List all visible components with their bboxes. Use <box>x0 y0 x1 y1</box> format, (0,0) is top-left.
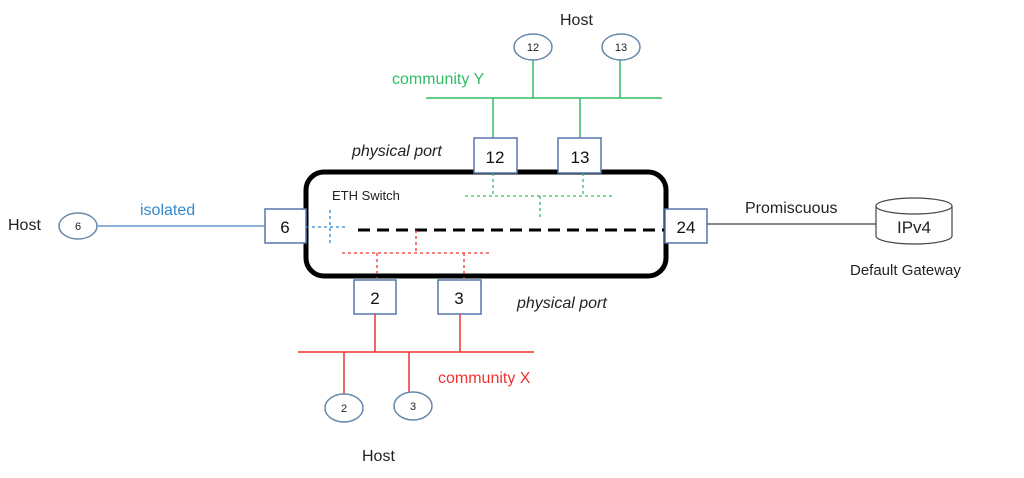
community-y-internal <box>465 173 615 220</box>
switch-label: ETH Switch <box>332 188 400 203</box>
port-24[interactable]: 24 <box>664 208 708 244</box>
host-2[interactable]: 2 <box>324 393 364 423</box>
host-2-label: 2 <box>341 403 347 415</box>
port-12-label: 12 <box>486 148 505 167</box>
port-6-label: 6 <box>280 218 289 237</box>
host-13-label: 13 <box>615 42 627 54</box>
port-24-label: 24 <box>677 218 696 237</box>
host-6[interactable]: 6 <box>58 212 98 240</box>
port-3-label: 3 <box>454 289 463 308</box>
default-gateway-label: Default Gateway <box>850 262 961 279</box>
physical-port-label-bottom: physical port <box>516 295 607 312</box>
promiscuous-label: Promiscuous <box>745 200 837 217</box>
port-2-label: 2 <box>370 289 379 308</box>
port-6[interactable]: 6 <box>264 208 307 244</box>
community-x-bus <box>298 314 534 395</box>
community-x-host-label: Host <box>362 448 395 465</box>
port-13[interactable]: 13 <box>557 137 602 174</box>
community-y-host-label: Host <box>560 12 593 29</box>
port-3[interactable]: 3 <box>437 279 482 315</box>
port-2[interactable]: 2 <box>353 279 397 315</box>
host-3[interactable]: 3 <box>393 391 433 421</box>
isolated-internal <box>306 210 346 244</box>
host-6-label: 6 <box>75 221 81 233</box>
host-3-label: 3 <box>410 401 416 413</box>
host-12[interactable]: 12 <box>513 33 553 61</box>
physical-port-label-top: physical port <box>351 143 442 160</box>
isolated-label: isolated <box>140 202 195 219</box>
community-y-label: community Y <box>392 71 485 88</box>
port-13-label: 13 <box>571 148 590 167</box>
gateway-ipv4-label: IPv4 <box>897 218 931 237</box>
community-y-bus <box>426 60 662 138</box>
default-gateway[interactable]: IPv4 <box>875 197 953 245</box>
community-x-internal <box>342 230 492 278</box>
community-x-label: community X <box>438 370 531 387</box>
host-12-label: 12 <box>527 42 539 54</box>
isolated-host-label: Host <box>8 217 41 234</box>
port-12[interactable]: 12 <box>473 137 518 174</box>
host-13[interactable]: 13 <box>601 33 641 61</box>
